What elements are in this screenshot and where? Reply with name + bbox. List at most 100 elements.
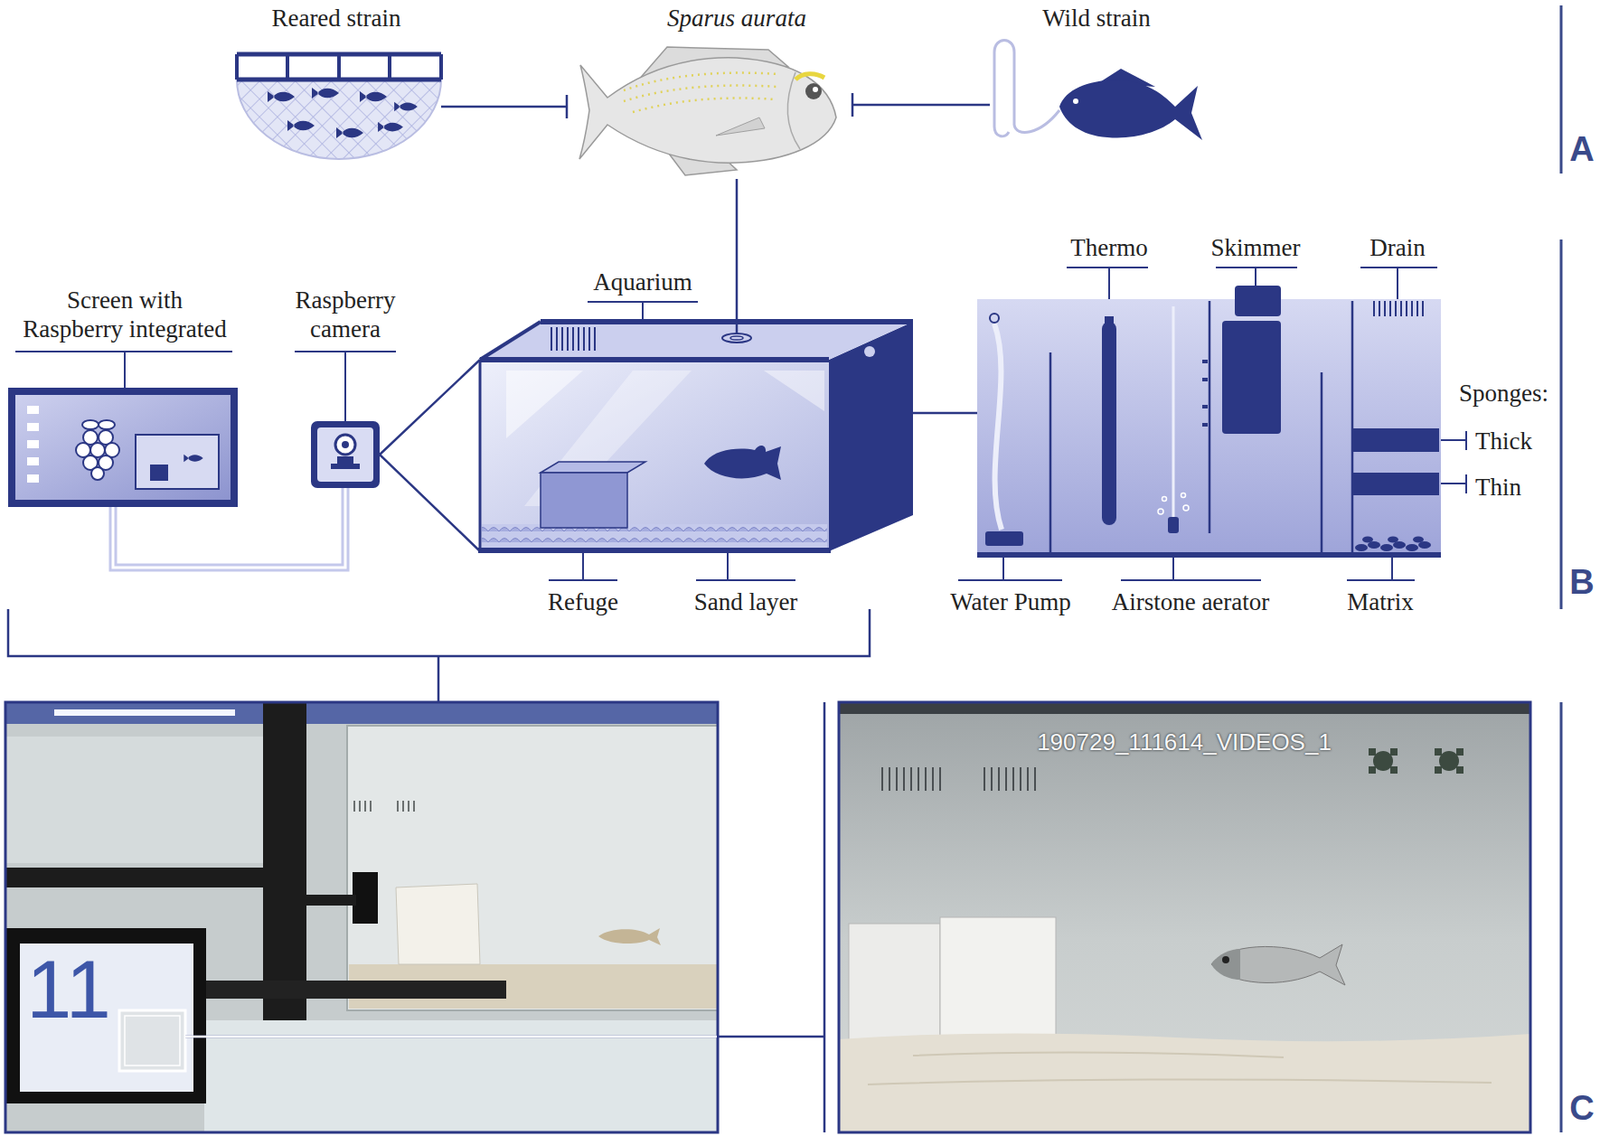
- screen-drawing-part: [27, 423, 39, 432]
- video-frame-photo-part: [867, 1052, 1492, 1085]
- wild-catch-drawing-part: [994, 40, 1060, 133]
- screen-drawing-part-part: [91, 467, 104, 480]
- aquarium-drawing: [478, 321, 978, 554]
- part-label: Skimmer: [1211, 233, 1301, 263]
- filter-sump-drawing-part: [1352, 472, 1440, 496]
- part-label: Drain: [1369, 233, 1425, 263]
- part-label: Airstone aerator: [1111, 587, 1271, 617]
- camera-drawing-part: [317, 427, 374, 482]
- video-frame-photo-part: [1211, 949, 1241, 980]
- lab-photo-part: [5, 867, 304, 888]
- connector: [736, 178, 738, 322]
- filter-sump-drawing-part-part: [1380, 544, 1393, 552]
- video-frame-photo-part: [1368, 748, 1464, 774]
- filter-sump-drawing-part: [977, 552, 1441, 558]
- wild-catch-drawing: [994, 40, 1203, 142]
- fish-cage-net-part: [311, 87, 339, 99]
- sea-bream-drawing: [579, 47, 837, 176]
- filter-sump-drawing-part: [1234, 285, 1281, 317]
- screen-drawing-part: [8, 387, 238, 508]
- filter-sump-drawing-part: [1101, 321, 1117, 526]
- aquarium-drawing-part: [478, 547, 831, 554]
- screen-drawing-part: [27, 440, 39, 449]
- lab-photo-part: [306, 894, 357, 906]
- part-label: Matrix: [1346, 587, 1414, 617]
- label-leaders-part: [1360, 267, 1438, 300]
- panel-bracket: [8, 609, 870, 703]
- label-leaders-part: [958, 557, 1063, 581]
- aquarium-drawing-part: [828, 321, 913, 552]
- aquarium-drawing-part: [479, 359, 482, 552]
- filter-sump-drawing-part-part: [1183, 505, 1189, 511]
- photo-link-line-part: [823, 702, 827, 1133]
- filter-sump-drawing-part-part: [1162, 497, 1168, 502]
- fish-cage-net-part: [336, 127, 364, 139]
- filter-sump-drawing: [977, 285, 1441, 558]
- lab-photo-part: [5, 702, 718, 725]
- aquarium-drawing-part: [864, 346, 876, 358]
- part-label: Sponges:: [1458, 378, 1549, 408]
- lab-photo-part: [5, 702, 718, 1133]
- aquarium-drawing-part: [506, 370, 584, 439]
- lab-photo-part: [5, 928, 207, 1104]
- part-label: Thermo: [1070, 233, 1148, 263]
- video-frame-photo-part-part: [1368, 766, 1376, 774]
- node-heading: Wild strain: [1042, 3, 1151, 33]
- sea-bream-drawing-part: [788, 72, 800, 150]
- fish-cage-net-part: [394, 102, 418, 112]
- filter-sump-drawing-part-part: [1412, 536, 1424, 544]
- fish-cage-net: [236, 54, 442, 160]
- video-frame-photo-part: [838, 702, 1531, 715]
- screen-drawing: [8, 387, 238, 508]
- connector-line: [112, 488, 346, 568]
- sea-bream-drawing-part: [805, 83, 822, 100]
- video-frame-photo-part: [1211, 944, 1346, 986]
- fish-cage-net-part: [359, 91, 387, 103]
- connector-line: [441, 94, 567, 119]
- filter-sump-drawing-part: [1208, 301, 1212, 534]
- reared-strain-net: Reared strain: [236, 54, 442, 161]
- aquarium-drawing-part: [481, 524, 828, 549]
- aquarium-drawing-part: [551, 327, 595, 351]
- lab-photo-part: [395, 884, 480, 965]
- screen-drawing-part: [82, 420, 99, 430]
- lab-photo-part: [5, 736, 268, 864]
- label-leaders: [15, 267, 1467, 581]
- filter-sump-drawing-part: [1049, 352, 1053, 553]
- filter-sump-drawing-part-part: [1181, 493, 1186, 499]
- filter-sump-drawing-part: [1172, 306, 1176, 518]
- lab-photo: [5, 702, 718, 1133]
- node-heading: Aquarium: [592, 267, 692, 297]
- wild-catch-drawing-part: [1072, 98, 1079, 104]
- filter-sump-drawing-part-part: [1362, 536, 1374, 544]
- label-leaders-part: [15, 351, 233, 388]
- video-frame-photo-part-part: [1390, 766, 1398, 774]
- sea-bream-drawing-part: [795, 74, 825, 80]
- part-label: Thin: [1475, 472, 1522, 502]
- lab-photo-part: [19, 943, 194, 1092]
- filter-sump-drawing-part: [1352, 428, 1440, 452]
- lab-photo-part: [119, 1010, 186, 1072]
- lab-photo-part: [352, 872, 378, 924]
- panel-letter: A: [1569, 129, 1594, 171]
- filter-sump-drawing-part: [1222, 320, 1281, 434]
- fish-cage-net-part: [236, 54, 442, 80]
- connector: [441, 94, 567, 119]
- filter-sump-drawing-part-part: [1355, 544, 1368, 552]
- camera-drawing-part: [330, 463, 360, 470]
- label-leaders-part: [1215, 267, 1298, 286]
- aquarium-drawing-part: [912, 412, 978, 415]
- node-heading: Sparus aurata: [667, 3, 807, 33]
- label-leaders-part: [294, 351, 396, 422]
- video-frame-photo-part: [1222, 956, 1230, 964]
- camera-box: Raspberry camera: [310, 421, 380, 489]
- sea-bream-drawing-part: [579, 57, 837, 163]
- photo-link-line: [185, 702, 825, 1133]
- screen-number: 11: [26, 949, 111, 1031]
- video-frame-photo-part-part: [1434, 766, 1442, 774]
- connector-line: [112, 488, 346, 568]
- connector-line: [735, 178, 739, 322]
- screen-drawing-part: [27, 405, 39, 415]
- aquarium-drawing-part: [480, 321, 541, 360]
